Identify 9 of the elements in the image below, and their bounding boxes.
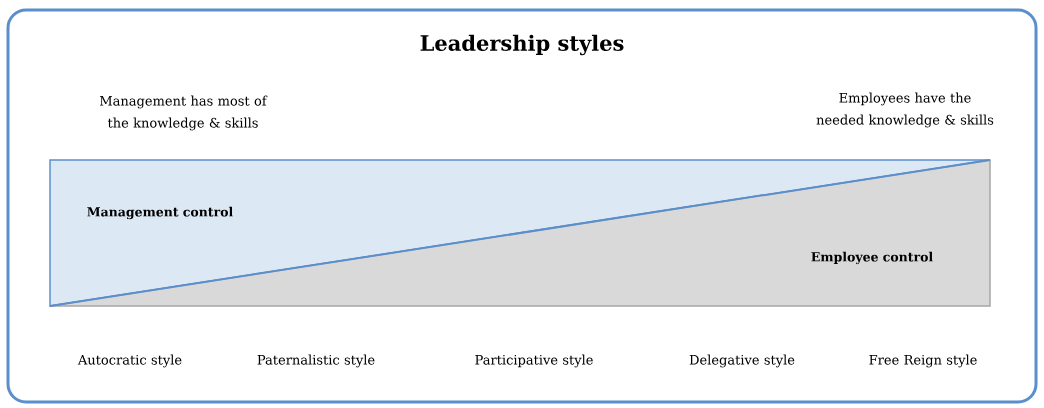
style-label: Autocratic style [77,354,182,368]
note-text: Management has most of the knowledge & skills [100,95,268,131]
style-label: Delegative style [689,354,795,368]
style-label: Paternalistic style [257,354,375,368]
triangle-region: Employee control [811,251,933,265]
note-text: Employees have the needed knowledge & skills [816,92,994,128]
style-label: Participative style [475,354,593,368]
title: Leadership styles [420,34,624,56]
style-label: Free Reign style [869,354,977,368]
